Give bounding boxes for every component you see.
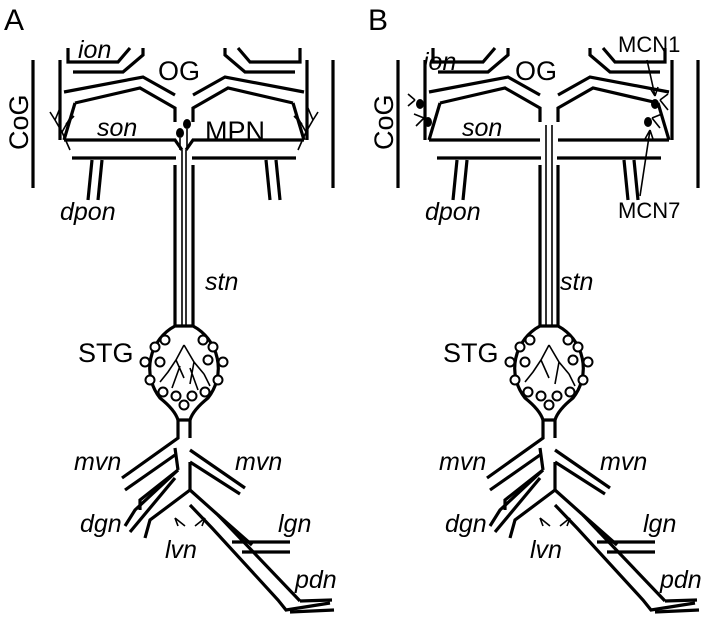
dpon-nerves (86, 159, 282, 201)
stn-label: stn (205, 268, 238, 296)
cog-label: CoG (369, 94, 399, 150)
mcn1-arrow (646, 59, 659, 97)
cog-connectives (31, 60, 335, 188)
son-label: son (97, 114, 137, 142)
lgn-label: lgn (643, 510, 676, 538)
lgn-label: lgn (278, 510, 311, 538)
ion-nerves (66, 46, 302, 74)
son-label: son (462, 114, 502, 142)
dpon-label: dpon (60, 198, 116, 226)
stn-nerve (173, 150, 195, 345)
stn-nerve (538, 165, 560, 326)
lvn-arrows (539, 517, 571, 527)
mvn-left-label: mvn (74, 448, 121, 476)
mcn1-label: MCN1 (618, 32, 680, 57)
mcn-neurons (407, 93, 669, 345)
cog-label: CoG (4, 94, 34, 150)
mvn-right-label: mvn (600, 448, 647, 476)
son-ring (427, 75, 671, 160)
stg-ganglion (139, 324, 229, 422)
mcn7-arrow (639, 129, 654, 197)
mpn-neurons (176, 119, 191, 150)
dvn-branches (486, 420, 700, 614)
ion-label: ion (423, 48, 456, 76)
pdn-label: pdn (659, 566, 702, 594)
mvn-left-label: mvn (439, 448, 486, 476)
dgn-label: dgn (80, 510, 122, 538)
stg-label: STG (443, 338, 499, 368)
dpon-nerves (451, 159, 640, 201)
og-label: OG (158, 56, 200, 86)
lvn-label: lvn (165, 536, 197, 564)
panel-letter: B (368, 4, 388, 37)
stg-ganglion (504, 324, 594, 422)
panel-a: A CoG ion OG (4, 4, 337, 614)
lvn-arrows (174, 517, 206, 527)
cog-connectives (396, 60, 700, 188)
pdn-label: pdn (294, 566, 337, 594)
panel-letter: A (4, 4, 24, 37)
stg-label: STG (78, 338, 134, 368)
dpon-label: dpon (425, 198, 481, 226)
ion-label: ion (78, 36, 111, 64)
stn-label: stn (560, 268, 593, 296)
cog-arbors (49, 107, 319, 151)
dgn-label: dgn (445, 510, 487, 538)
mcn7-label: MCN7 (618, 198, 680, 223)
mvn-right-label: mvn (235, 448, 282, 476)
mpn-label: MPN (205, 116, 265, 146)
panel-b: B CoG ion OG son (368, 4, 702, 614)
og-label: OG (515, 56, 557, 86)
lvn-label: lvn (530, 536, 562, 564)
ion-nerves (431, 46, 667, 74)
